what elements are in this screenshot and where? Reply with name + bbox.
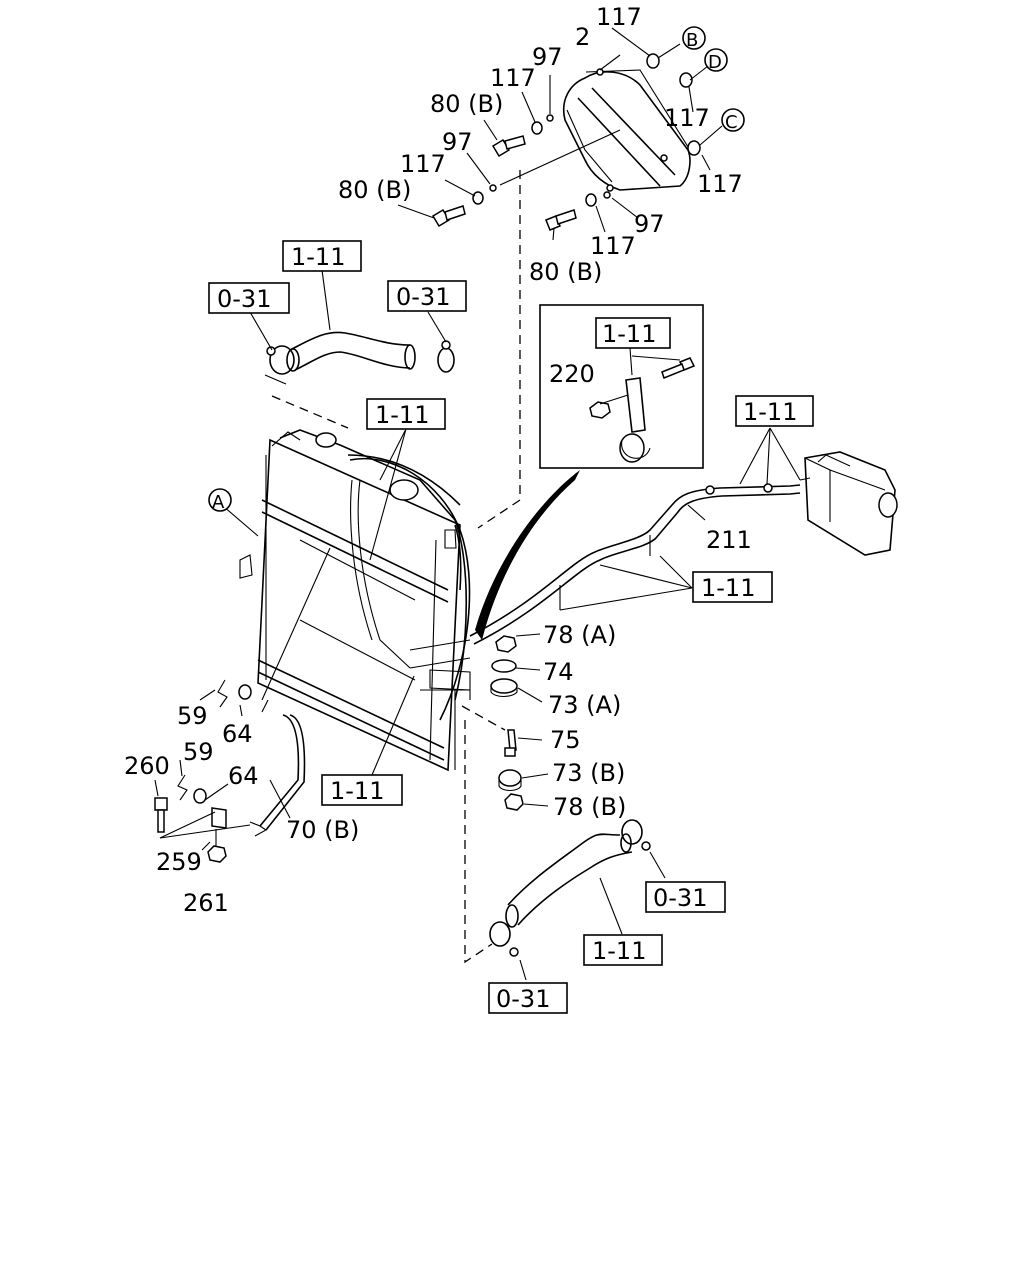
rubber-73b bbox=[498, 769, 522, 792]
callout-259: 259 bbox=[156, 848, 202, 876]
callout-64: 64 bbox=[222, 720, 253, 748]
bolt-75 bbox=[504, 729, 517, 757]
marker-a: A bbox=[212, 492, 225, 513]
washer-117-6 bbox=[687, 140, 701, 156]
nut-261 bbox=[207, 845, 227, 863]
callout-261: 261 bbox=[183, 889, 229, 917]
callout-117: 117 bbox=[596, 3, 642, 31]
rubber-73a bbox=[490, 678, 518, 698]
shroud-seal-band bbox=[475, 470, 580, 640]
callout-64: 64 bbox=[228, 762, 259, 790]
hose-clamp-bottom bbox=[489, 921, 519, 957]
bolt-80b-left bbox=[431, 205, 466, 228]
washer-117-2 bbox=[472, 191, 484, 205]
washer-117-3 bbox=[585, 193, 597, 207]
ref-box-label: 0-31 bbox=[496, 985, 550, 1013]
callout-78b: 78 (B) bbox=[553, 793, 626, 821]
bracket-220 bbox=[589, 347, 696, 463]
clip-59-upper bbox=[217, 679, 228, 708]
ref-box-label: 0-31 bbox=[217, 285, 271, 313]
drain-pipe-70b bbox=[249, 714, 306, 837]
bolt-260 bbox=[154, 797, 168, 833]
fan-shroud bbox=[563, 68, 691, 192]
bracket-259 bbox=[211, 807, 227, 829]
callout-117: 117 bbox=[490, 64, 536, 92]
marker-d: D bbox=[708, 52, 722, 73]
callout-97: 97 bbox=[532, 43, 563, 71]
ref-box-label: 1-11 bbox=[701, 574, 755, 602]
hose-clamp-left bbox=[264, 345, 295, 385]
hose-clamp-lower-right bbox=[621, 819, 651, 851]
washer-64-lower bbox=[193, 788, 207, 804]
ref-box-label: 0-31 bbox=[396, 283, 450, 311]
ref-box-label: 1-11 bbox=[330, 777, 384, 805]
callout-97: 97 bbox=[634, 210, 665, 238]
ref-box-label: 1-11 bbox=[602, 320, 656, 348]
callout-73a: 73 (A) bbox=[548, 691, 621, 719]
upper-radiator-hose bbox=[286, 331, 416, 372]
clip-59-lower bbox=[177, 774, 188, 801]
callout-117: 117 bbox=[590, 232, 636, 260]
washer-117-4 bbox=[646, 53, 660, 69]
callout-70b: 70 (B) bbox=[286, 816, 359, 844]
callout-211: 211 bbox=[706, 526, 752, 554]
bolt-80b-upper bbox=[491, 135, 526, 158]
callout-labels: 117 2 97 117 80 (B) 97 117 80 (B) 117 11… bbox=[124, 3, 752, 917]
callout-59: 59 bbox=[177, 702, 208, 730]
callout-59: 59 bbox=[183, 738, 214, 766]
ref-box-label: 1-11 bbox=[375, 401, 429, 429]
nut-78b bbox=[504, 793, 524, 811]
fan-ring bbox=[349, 457, 471, 721]
callout-117: 117 bbox=[697, 170, 743, 198]
callout-260: 260 bbox=[124, 752, 170, 780]
callout-80b: 80 (B) bbox=[529, 258, 602, 286]
overflow-hose-211 bbox=[469, 483, 801, 645]
ref-box-label: 1-11 bbox=[743, 398, 797, 426]
callout-74: 74 bbox=[543, 658, 574, 686]
clip-97-1 bbox=[546, 114, 554, 122]
washer-117-1 bbox=[531, 121, 543, 135]
washer-74 bbox=[491, 659, 517, 673]
bolt-80b-lower bbox=[545, 209, 577, 231]
marker-c: C bbox=[725, 112, 738, 133]
washer-117-5 bbox=[679, 72, 693, 88]
nut-78a bbox=[495, 635, 517, 653]
marker-b: B bbox=[686, 30, 698, 51]
callout-220: 220 bbox=[549, 360, 595, 388]
reserve-tank bbox=[799, 451, 898, 556]
radiator-mount bbox=[429, 669, 471, 700]
ref-box-label: 1-11 bbox=[592, 937, 646, 965]
lower-radiator-hose bbox=[505, 833, 633, 928]
callout-2: 2 bbox=[575, 23, 590, 51]
ref-box-label: 0-31 bbox=[653, 884, 707, 912]
ref-box-label: 1-11 bbox=[291, 243, 345, 271]
callout-97: 97 bbox=[442, 128, 473, 156]
clip-97-2 bbox=[489, 184, 497, 192]
callout-75: 75 bbox=[550, 726, 581, 754]
callout-117: 117 bbox=[664, 104, 710, 132]
callout-117: 117 bbox=[400, 150, 446, 178]
callout-80b: 80 (B) bbox=[430, 90, 503, 118]
circle-markers: B D C A bbox=[208, 26, 745, 513]
reference-boxes: 1-11 0-31 0-31 1-11 1-11 1-11 1-11 1-11 … bbox=[208, 240, 814, 1014]
hose-clamp-right bbox=[437, 340, 455, 373]
clip-97-3 bbox=[603, 191, 611, 199]
callout-73b: 73 (B) bbox=[552, 759, 625, 787]
callout-78a: 78 (A) bbox=[543, 621, 616, 649]
callout-80b: 80 (B) bbox=[338, 176, 411, 204]
washer-64-upper bbox=[238, 684, 252, 700]
radiator bbox=[239, 429, 471, 772]
